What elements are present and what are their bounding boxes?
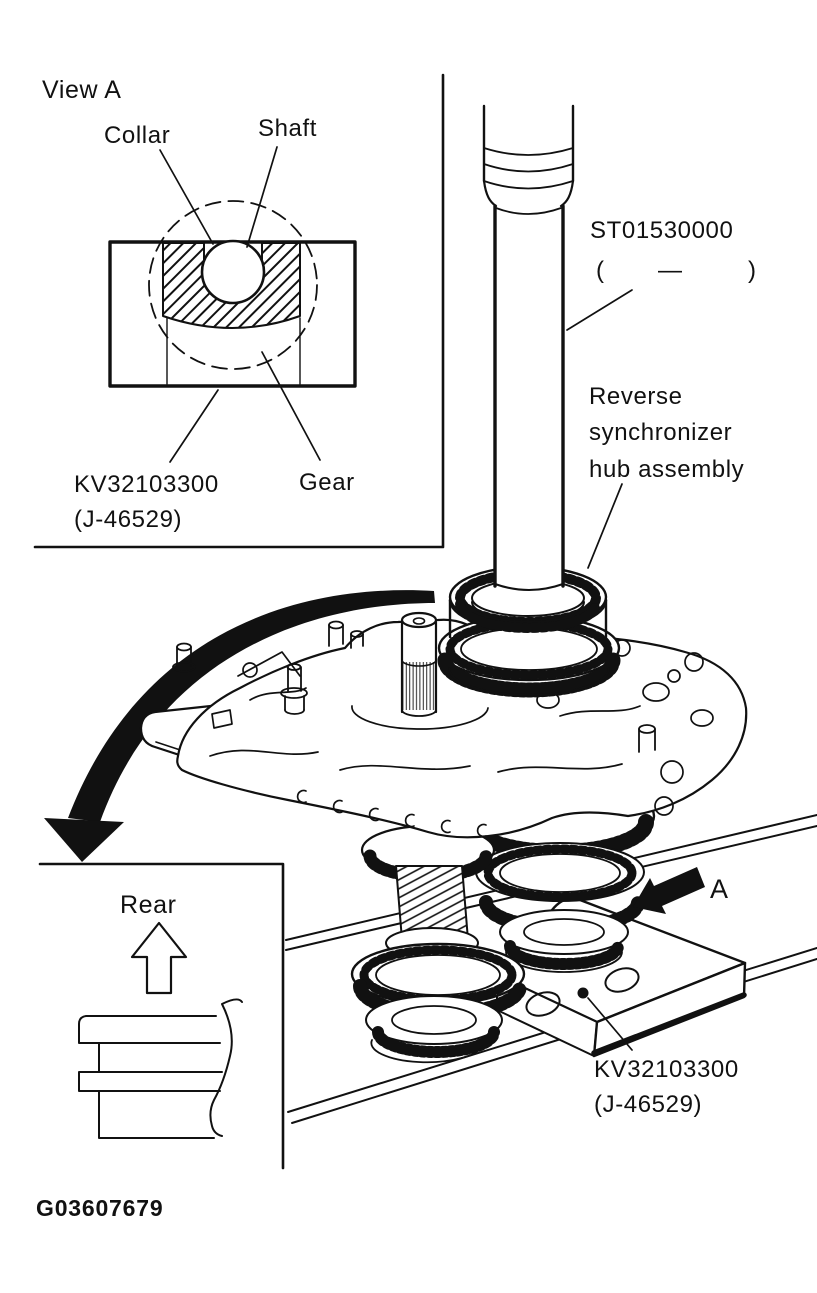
inset-leader-lines (159, 146, 321, 463)
hub-label-line2: synchronizer (589, 419, 732, 446)
adapter-tool-code-label: KV32103300 (594, 1056, 739, 1083)
figure-code-label: G03607679 (36, 1195, 163, 1221)
labels: View A Collar Shaft KV32103300 (J-46529)… (36, 76, 757, 1221)
drift-tool-ref-label: ( — ) (596, 257, 757, 284)
view-a-inset (33, 73, 445, 549)
break-line (209, 998, 243, 1137)
plate-profile-drawing (78, 998, 243, 1139)
hub-label-line1: Reverse (589, 383, 683, 410)
curved-down-arrow-icon (44, 590, 435, 862)
shaft-circle (200, 239, 266, 305)
rear-inset-border (38, 862, 285, 1170)
inset-tool-ref-label: (J-46529) (74, 506, 182, 533)
adapter-plate-leader-line (587, 997, 633, 1051)
gear-dashed-circle (148, 200, 318, 370)
splined-shaft-drawing (400, 611, 438, 717)
gear-leader-line (261, 351, 321, 461)
reverse-synchronizer-hub-drawing (437, 565, 621, 698)
rear-inset (38, 862, 285, 1170)
view-a-inset-border (33, 73, 445, 549)
drift-tool-drawing (448, 104, 608, 633)
collar-label: Collar (104, 122, 170, 149)
adapter-plate-dot (577, 987, 589, 999)
hub-label-line3: hub assembly (589, 456, 744, 483)
gear-label: Gear (299, 469, 355, 496)
cross-section-drawing (108, 200, 357, 388)
drift-tool-code-label: ST01530000 (590, 217, 733, 244)
inset-tool-leader-line (169, 389, 219, 463)
inset-tool-code-label: KV32103300 (74, 471, 219, 498)
hub-leader-line (587, 483, 623, 569)
view-a-direction-arrow-icon (633, 867, 705, 914)
drift-tool-leader-line (566, 289, 633, 331)
adapter-tool-ref-label: (J-46529) (594, 1091, 702, 1118)
rear-up-arrow-icon (130, 921, 188, 995)
case-studs (172, 620, 656, 753)
view-a-direction-label: A (710, 874, 729, 904)
rear-label: Rear (120, 891, 177, 919)
case-surface-details (209, 639, 714, 838)
main-leader-lines (566, 289, 633, 569)
shaft-leader-line (246, 146, 278, 248)
collar-leader-line (159, 149, 214, 245)
shaft-label: Shaft (258, 115, 317, 142)
view-a-title: View A (42, 76, 122, 104)
